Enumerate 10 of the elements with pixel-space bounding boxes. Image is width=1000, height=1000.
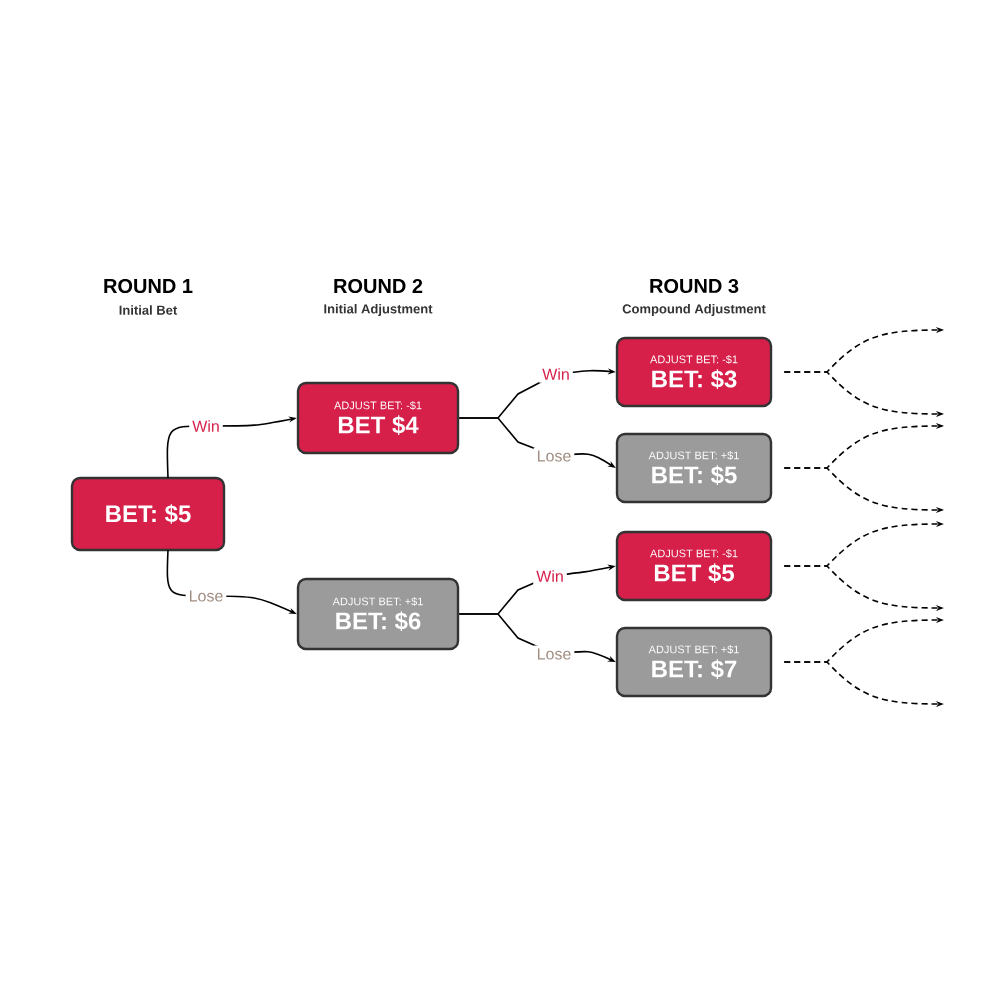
round-heading: ROUND 3 <box>650 278 739 294</box>
edge-label: Lose <box>533 447 575 465</box>
round-heading: ROUND 1 <box>104 278 193 294</box>
bet-box: BET: $5 <box>70 476 226 552</box>
edge-label: Lose <box>533 645 575 663</box>
edge-label: Lose <box>185 587 227 605</box>
edge-label: Win <box>533 567 567 585</box>
round-heading: ROUND 2 <box>334 278 423 294</box>
edge-label: Win <box>539 365 573 383</box>
edge-label: Win <box>189 417 223 435</box>
